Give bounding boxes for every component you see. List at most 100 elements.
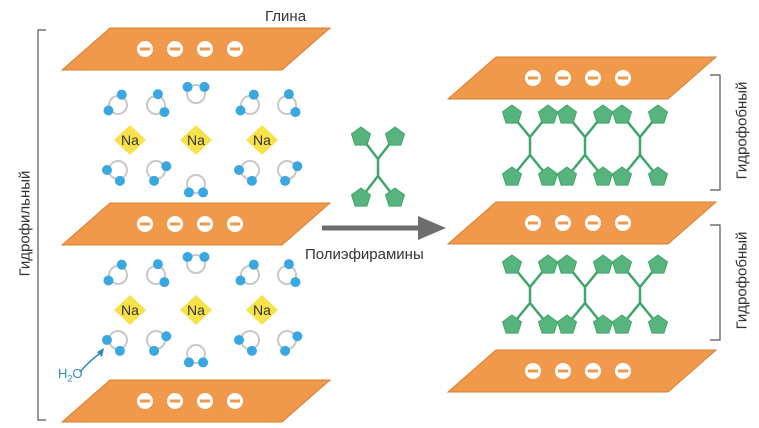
hydrogen-atom [283, 259, 294, 270]
water-molecule [235, 89, 260, 116]
arrow-head-icon [418, 216, 446, 240]
clay-plate [446, 349, 718, 393]
polyetheramine-molecule [501, 254, 559, 334]
water-pointer-arrow [79, 351, 103, 373]
arrow-head-icon [97, 348, 104, 357]
minus-sign [618, 221, 628, 225]
minus-sign [170, 47, 180, 51]
pentagon-end-group [647, 104, 669, 124]
pentagon-end-group [647, 254, 669, 274]
pentagon-end-group [537, 314, 559, 334]
pentagon-end-group [537, 104, 559, 124]
sodium-label: Na [253, 132, 271, 148]
hydrogen-atom [102, 165, 112, 175]
hydrogen-atom [290, 107, 301, 118]
hydrophobic-bracket-bottom [710, 224, 721, 341]
pentagon-end-group [350, 126, 372, 146]
hydrogen-atom [182, 81, 193, 92]
hydrogen-atom [116, 259, 127, 270]
hydrogen-atom [199, 81, 210, 92]
hydrogen-atom [198, 187, 209, 198]
water-molecule [277, 89, 301, 118]
pentagon-end-group [537, 254, 559, 274]
pentagon-end-group [556, 104, 578, 124]
water-molecule [182, 81, 210, 104]
pentagon-end-group [556, 314, 578, 334]
water-molecule [103, 89, 128, 116]
water-molecule [146, 330, 172, 356]
pentagon-end-group [592, 314, 614, 334]
hydrogen-atom [149, 175, 160, 186]
water-molecule [146, 160, 172, 186]
water-molecule [234, 330, 260, 356]
minus-sign [558, 369, 568, 373]
polymer-chain [621, 264, 659, 326]
minus-sign [140, 399, 150, 403]
sodium-diamond [180, 295, 212, 325]
minus-sign [200, 47, 210, 51]
hydrogen-atom [114, 345, 125, 356]
clay-plate-body [60, 379, 332, 423]
hydrogen-atom [159, 107, 170, 118]
minus-sign [558, 76, 568, 80]
polymer-chain [511, 264, 549, 326]
minus-sign [588, 76, 598, 80]
pentagon-end-group [611, 166, 633, 186]
minus-sign [230, 222, 240, 226]
minus-sign [230, 399, 240, 403]
hydrogen-atom [183, 187, 194, 198]
clay-plate-body [446, 201, 718, 245]
hydrogen-atom [198, 357, 209, 368]
minus-sign [170, 399, 180, 403]
clay-plate [60, 379, 332, 423]
polyetheramine-molecule [611, 254, 669, 334]
hydrogen-atom [182, 251, 193, 262]
polyetheramine-molecule [501, 104, 559, 186]
water-molecule [102, 330, 128, 356]
minus-sign [618, 76, 628, 80]
pentagon-end-group [556, 166, 578, 186]
pentagon-end-group [556, 254, 578, 274]
minus-sign [588, 221, 598, 225]
sodium-diamond [246, 295, 278, 325]
hydrophobic-label-bottom: Гидрофобный [733, 231, 751, 330]
minus-sign [528, 221, 538, 225]
hydrogen-atom [292, 161, 303, 172]
water-molecule [102, 160, 128, 186]
sodium-ion: Na [114, 125, 146, 155]
pentagon-end-group [384, 187, 406, 207]
minus-sign [618, 369, 628, 373]
sodium-ion: Na [180, 295, 212, 325]
hydrogen-atom [114, 175, 125, 186]
sodium-ion: Na [246, 125, 278, 155]
water-molecule [146, 259, 170, 288]
hydrophilic-bracket [37, 29, 46, 421]
clay-plate [60, 202, 332, 246]
clay-plate [446, 201, 718, 245]
hydrogen-atom [152, 259, 163, 270]
clay-plate-body [60, 27, 332, 71]
hydrogen-atom [234, 335, 244, 345]
polyetheramine-molecule [611, 104, 669, 186]
water-molecule [103, 259, 128, 286]
polyetheramine-molecule [350, 126, 406, 207]
polyetheramine-molecule [556, 104, 614, 186]
minus-sign [230, 47, 240, 51]
sodium-diamond [114, 125, 146, 155]
pentagon-end-group [592, 254, 614, 274]
clay-label: Глина [265, 8, 307, 25]
pentagon-end-group [592, 104, 614, 124]
polymer-chain [566, 114, 604, 178]
hydrogen-atom [292, 331, 303, 342]
minus-sign [200, 399, 210, 403]
water-molecule [182, 251, 210, 274]
pentagon-end-group [501, 166, 523, 186]
sodium-label: Na [121, 302, 139, 318]
polymer-chain [511, 114, 549, 178]
hydrogen-atom [183, 357, 194, 368]
hydrogen-atom [161, 331, 172, 342]
water-molecule [146, 89, 170, 118]
pentagon-end-group [611, 104, 633, 124]
water-label-h: H [58, 366, 68, 381]
